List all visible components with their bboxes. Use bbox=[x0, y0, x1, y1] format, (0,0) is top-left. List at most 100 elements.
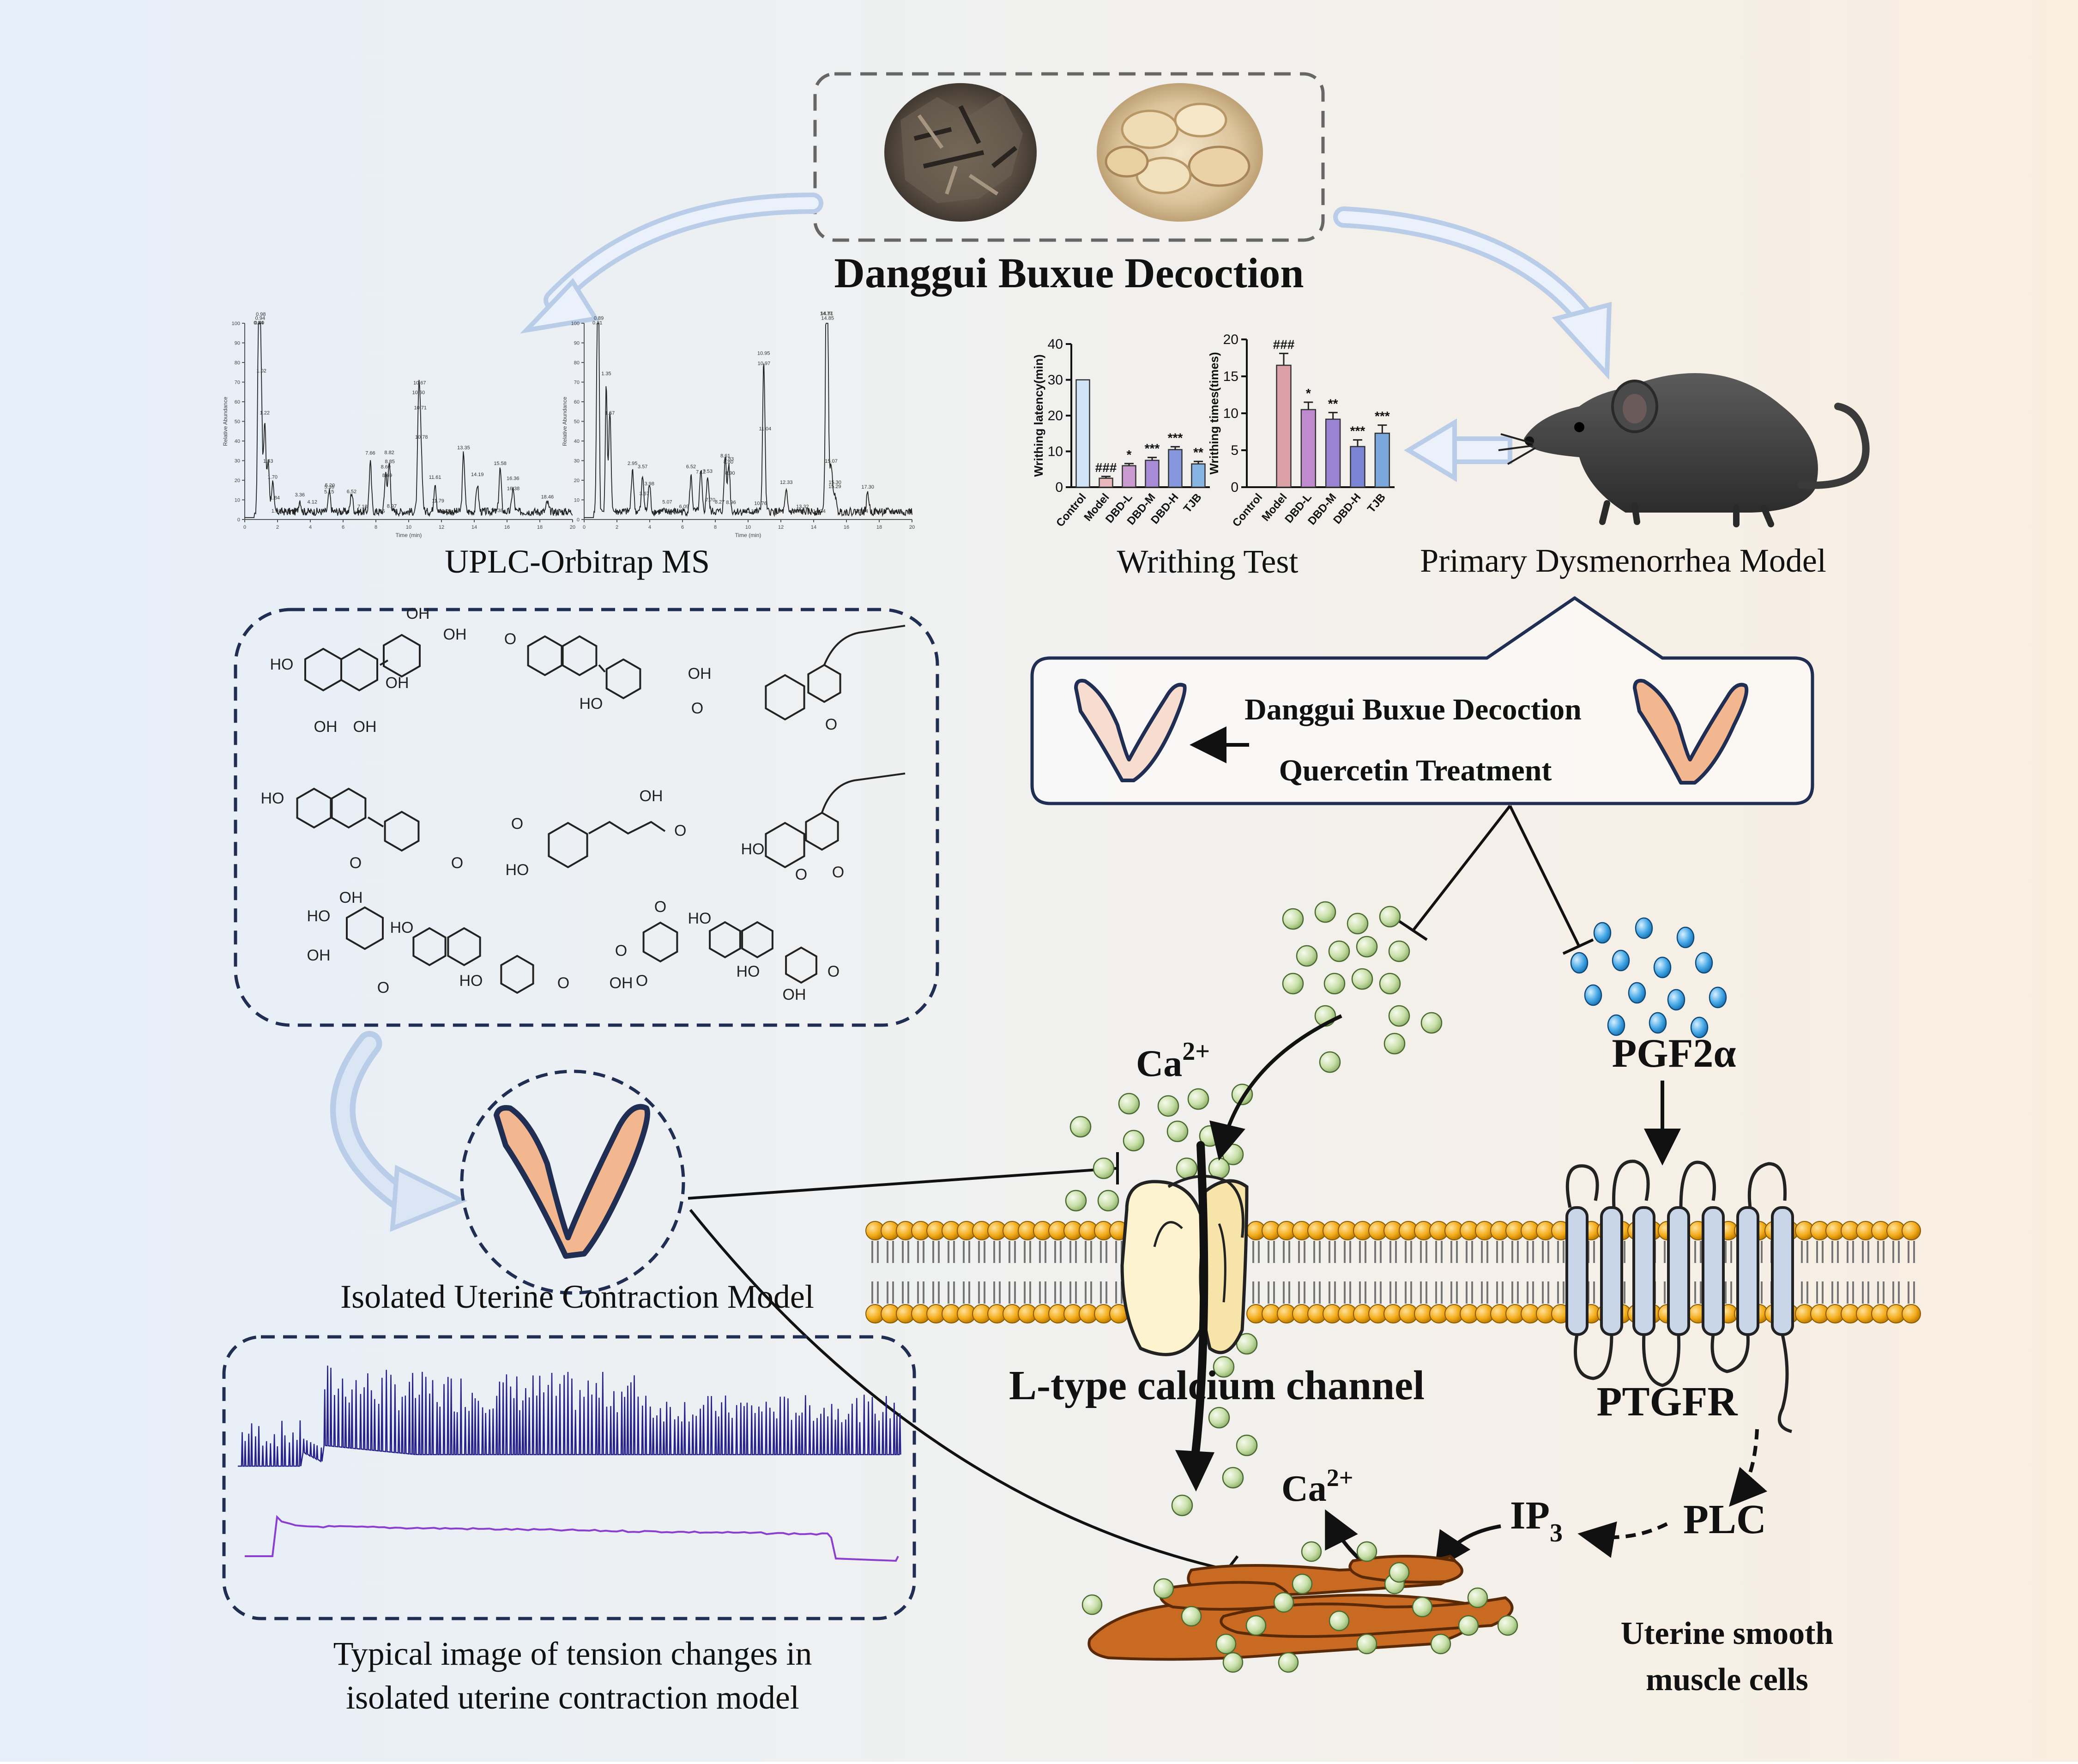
pgf2a-molecule bbox=[1676, 926, 1695, 948]
intracellular-loops bbox=[1574, 1334, 1792, 1433]
significance-label: ** bbox=[1193, 445, 1203, 459]
peak-label: 0.94 bbox=[255, 316, 265, 321]
atom-label: O bbox=[557, 974, 569, 992]
y-tick-label: 5 bbox=[1231, 443, 1238, 458]
peak-label: 7.12 bbox=[696, 470, 706, 475]
peak-label: 6.09 bbox=[679, 504, 689, 510]
chromatogram-trace bbox=[244, 323, 573, 518]
calcium-ion bbox=[1356, 936, 1378, 958]
pgf2a-particles bbox=[1570, 917, 1727, 1039]
peak-label: 17.30 bbox=[861, 484, 874, 490]
muscle-fiber bbox=[1159, 1581, 1290, 1611]
bar bbox=[1374, 432, 1390, 488]
calcium-ion bbox=[1314, 901, 1336, 923]
peak-label: 15.07 bbox=[825, 459, 838, 464]
atom-label: O bbox=[691, 700, 703, 717]
peak-label: 5.26 bbox=[665, 509, 675, 514]
ca-top-label: Ca2+ bbox=[1136, 1037, 1210, 1084]
calcium-ion bbox=[1356, 1541, 1377, 1562]
calcium-ion bbox=[1388, 1005, 1410, 1027]
peak-label: 8.61 bbox=[720, 453, 730, 459]
atom-label: O bbox=[377, 979, 389, 997]
y-tick-label: 10 bbox=[1048, 444, 1063, 459]
significance-label: *** bbox=[1145, 441, 1160, 456]
bar bbox=[1099, 477, 1113, 488]
calcium-ion bbox=[1301, 1541, 1322, 1562]
calcium-ion bbox=[1065, 1190, 1087, 1212]
pgf2a-label: PGF2α bbox=[1612, 1031, 1736, 1076]
atom-label: HO bbox=[270, 656, 294, 673]
atom-label: O bbox=[511, 815, 523, 833]
peak-label: 12.33 bbox=[780, 480, 793, 485]
isolated-uterus bbox=[460, 1069, 685, 1295]
ring bbox=[340, 647, 378, 692]
y-tick-label: 20 bbox=[235, 478, 240, 483]
arrow-to-pd-model bbox=[1333, 206, 1612, 380]
atom-label: OH bbox=[640, 787, 663, 805]
calcium-ion bbox=[1123, 1130, 1145, 1152]
atom-label: OH bbox=[688, 665, 712, 683]
significance-label: *** bbox=[1350, 424, 1365, 438]
calcium-ion bbox=[1236, 1333, 1258, 1355]
calcium-ion bbox=[1157, 1095, 1179, 1117]
chromatogram-trace bbox=[584, 323, 912, 518]
ptgfr-label: PTGFR bbox=[1597, 1379, 1738, 1425]
uterus-icon bbox=[494, 1104, 650, 1259]
atom-label: HO bbox=[688, 910, 712, 927]
peak-label: 10.13 bbox=[744, 509, 757, 514]
peak-label: 7.53 bbox=[703, 469, 713, 474]
l-type-channel-label: L-type calcium channel bbox=[1009, 1363, 1425, 1408]
y-tick-label: 100 bbox=[571, 321, 580, 326]
atom-label: O bbox=[504, 630, 516, 648]
peak-label: 3.36 bbox=[295, 492, 305, 498]
y-tick-label: 0 bbox=[1231, 480, 1238, 495]
atom-label: OH bbox=[339, 889, 363, 906]
peak-label: 0.89 bbox=[594, 316, 604, 321]
peak-label: 1.35 bbox=[601, 371, 611, 377]
peak-label: 10.60 bbox=[412, 390, 425, 396]
plc-label: PLC bbox=[1683, 1497, 1766, 1542]
l-type-calcium-channel-icon bbox=[1120, 1175, 1249, 1356]
peak-label: 13.35 bbox=[457, 445, 470, 451]
calcium-ion bbox=[1389, 1562, 1410, 1583]
calcium-ion bbox=[1208, 1157, 1230, 1179]
peak-label: 5.20 bbox=[325, 483, 335, 488]
peak-label: 10.71 bbox=[414, 405, 427, 411]
peak-label: 8.60 bbox=[381, 465, 391, 470]
pgf2a-molecule bbox=[1667, 989, 1685, 1011]
y-tick-label: 70 bbox=[235, 380, 240, 386]
ring bbox=[548, 822, 588, 869]
calcium-ion bbox=[1069, 1116, 1092, 1138]
intracellular-calcium-particles bbox=[1081, 1541, 1518, 1673]
peak-label: 8.90 bbox=[725, 471, 735, 476]
ring bbox=[412, 927, 447, 967]
inhibition-lines bbox=[1398, 805, 1594, 955]
side-chain bbox=[588, 821, 666, 835]
y-tick-label: 80 bbox=[235, 360, 240, 366]
atom-label: O bbox=[451, 854, 463, 872]
y-tick-label: 50 bbox=[235, 419, 240, 425]
peak-label: 8.85 bbox=[385, 459, 394, 465]
calcium-ion bbox=[1430, 1633, 1451, 1655]
calcium-influx-arrow bbox=[1190, 1141, 1208, 1473]
x-tick-label: 14 bbox=[471, 525, 477, 530]
calcium-ion bbox=[1458, 1615, 1479, 1636]
y-axis-label: Writhing times(times) bbox=[1207, 352, 1221, 474]
x-axis-label: Time (min) bbox=[396, 532, 422, 538]
ring bbox=[527, 635, 563, 677]
y-tick-label: 90 bbox=[235, 341, 240, 346]
transmembrane-helix bbox=[1771, 1206, 1794, 1336]
x-tick-label: 10 bbox=[406, 525, 411, 530]
y-tick-label: 10 bbox=[235, 498, 240, 503]
calcium-ion bbox=[1166, 1120, 1189, 1142]
transmembrane-helix bbox=[1565, 1206, 1589, 1336]
atom-label: O bbox=[828, 963, 840, 980]
atom-label: O bbox=[654, 898, 666, 916]
tension-traces bbox=[238, 1365, 901, 1562]
y-tick-label: 80 bbox=[574, 360, 580, 366]
lipid-head bbox=[1902, 1221, 1921, 1240]
y-tick-label: 0 bbox=[577, 517, 580, 523]
peak-label: 5.07 bbox=[662, 500, 672, 505]
pgf2a-molecule bbox=[1649, 1012, 1667, 1034]
